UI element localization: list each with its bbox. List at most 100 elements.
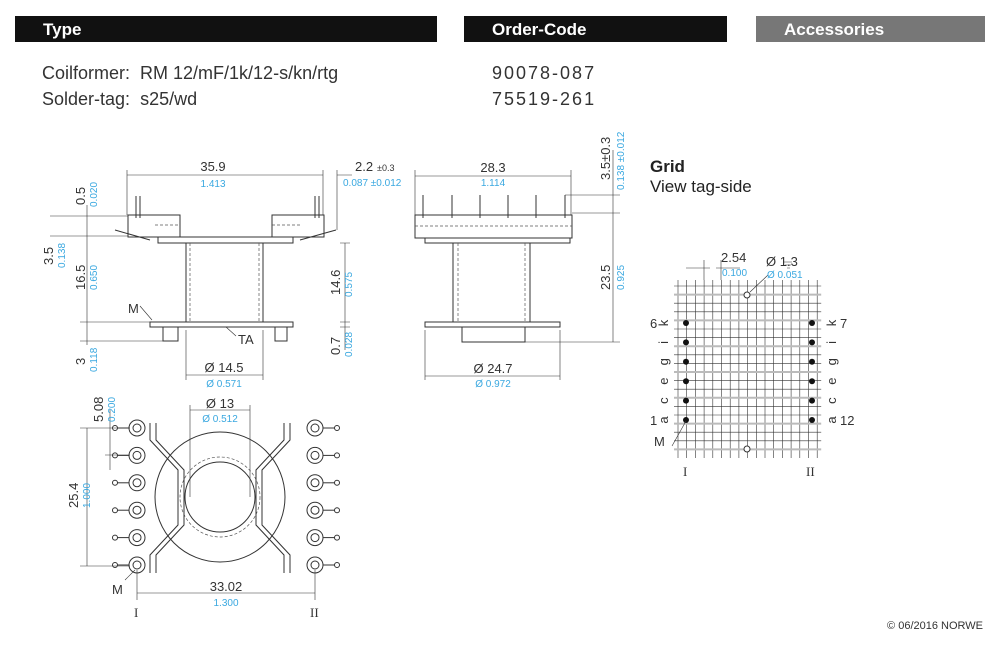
solder-pin: [128, 501, 146, 519]
solder-pin: [128, 419, 146, 437]
dim-35: 3.5: [41, 247, 56, 265]
dim-05: 0.5: [73, 187, 88, 205]
row-letter: i: [656, 341, 671, 344]
row-letter: k: [656, 319, 671, 326]
pin-dot: [683, 358, 689, 365]
dim-row: 33.02: [210, 579, 243, 594]
dim-dia-in: Ø 0.972: [475, 379, 511, 390]
dim-width: 35.9: [200, 159, 225, 174]
row-letter: e: [656, 378, 671, 385]
bottom-pins: [112, 419, 340, 574]
pin-dot: [809, 339, 815, 346]
grid-hole-in: Ø 0.051: [767, 270, 803, 281]
row-letter: a: [656, 416, 671, 424]
solder-pin: [128, 529, 146, 547]
dim-height: 23.5: [598, 265, 613, 290]
row-ii: II: [806, 464, 815, 479]
dim-3-in: 0.118: [89, 347, 100, 372]
row-i: I: [134, 605, 138, 620]
soldertag-code: 75519-261: [492, 89, 597, 109]
label-ta: TA: [238, 332, 254, 347]
dim-pitch: 5.08: [91, 397, 106, 422]
solder-pin: [306, 529, 324, 547]
value: RM 12/mF/1k/12-s/kn/rtg: [140, 63, 339, 83]
row-letter: g: [824, 358, 839, 365]
coilformer-code: 90078-087: [492, 63, 597, 83]
bottom-view: 5.08 0.200 25.4 1.000 Ø 13 Ø 0.512 33.02…: [66, 396, 340, 620]
dim-165: 16.5: [73, 265, 88, 290]
row-letter: g: [656, 358, 671, 365]
dim-pitch-in: 0.200: [107, 397, 118, 422]
pin-6: 6: [650, 316, 657, 331]
dim-pin: 3.5±0.3: [598, 137, 613, 180]
coilformer-row: Coilformer: RM 12/mF/1k/12-s/kn/rtg: [42, 63, 338, 84]
pin-1: 1: [650, 413, 657, 428]
row-letter: k: [824, 319, 839, 326]
dim-35-in: 0.138: [57, 243, 68, 268]
mount-hole: [743, 291, 751, 299]
pin-dot: [683, 397, 689, 404]
pin-dot: [683, 320, 689, 326]
solder-pin: [128, 474, 146, 492]
dim-row-in: 1.300: [213, 598, 238, 609]
grid-subtitle: View tag-side: [650, 177, 752, 196]
dim-width-in: 1.114: [481, 178, 506, 189]
label-m: M: [654, 434, 665, 449]
grid-lines: [674, 280, 822, 458]
grid-letters: k k i i g g e e c c a a: [656, 319, 839, 423]
dim-05-in: 0.020: [89, 182, 100, 207]
row-i: I: [683, 464, 687, 479]
header-order-code: Order-Code: [464, 16, 727, 42]
grid-heading: Grid View tag-side: [650, 157, 752, 197]
label: Solder-tag:: [42, 89, 131, 109]
side-view: 35.9 1.413 2.2 ±0.3 0.087 ±0.012 0.5 0.02…: [41, 159, 402, 390]
dim-dia: Ø 14.5: [204, 360, 243, 375]
dim-span-in: 1.000: [82, 483, 93, 508]
pin-dot: [683, 417, 689, 423]
row-letter: e: [824, 378, 839, 385]
dim-tag: 2.2: [355, 159, 373, 174]
front-view: 28.3 1.114 3.5±0.3 0.138 ±0.012 23.5 0.9…: [414, 131, 627, 390]
dim-span: 25.4: [66, 483, 81, 508]
copyright: © 06/2016 NORWE: [887, 620, 983, 632]
solder-pin: [306, 474, 324, 492]
grid-pins: [683, 320, 815, 423]
dim-dia: Ø 24.7: [473, 361, 512, 376]
dim-tag-in: 0.087 ±0.012: [343, 178, 402, 189]
dim-height-in: 0.925: [616, 265, 627, 290]
pin-dot: [683, 339, 689, 346]
row-ii: II: [310, 605, 319, 620]
grid-hole: Ø 1.3: [766, 254, 798, 269]
pin-7: 7: [840, 316, 847, 331]
row-letter: c: [824, 397, 839, 404]
dim-tag-tol: ±0.3: [377, 163, 394, 173]
dim-07: 0.7: [328, 337, 343, 355]
row-letter: c: [656, 397, 671, 404]
row-letter: i: [824, 341, 839, 344]
label: Coilformer:: [42, 63, 131, 83]
row-letter: a: [824, 416, 839, 424]
pin-dot: [809, 358, 815, 365]
dim-width: 28.3: [480, 160, 505, 175]
pin-dot: [809, 417, 815, 423]
pin-12: 12: [840, 413, 854, 428]
mount-hole: [743, 445, 751, 453]
pin-dot: [809, 378, 815, 385]
solder-pin: [128, 446, 146, 464]
grid-title: Grid: [650, 157, 685, 176]
header-type: Type: [15, 16, 437, 42]
pin-dot: [809, 320, 815, 326]
label-m: M: [128, 301, 139, 316]
dim-146: 14.6: [328, 270, 343, 295]
pin-dot: [683, 378, 689, 385]
solder-pin: [306, 446, 324, 464]
dim-width-in: 1.413: [200, 179, 225, 190]
dim-pin-in: 0.138 ±0.012: [616, 131, 627, 190]
dim-146-in: 0.575: [344, 272, 355, 297]
label-m: M: [112, 582, 123, 597]
dim-3: 3: [73, 358, 88, 365]
grid-pitch: 2.54: [721, 250, 746, 265]
